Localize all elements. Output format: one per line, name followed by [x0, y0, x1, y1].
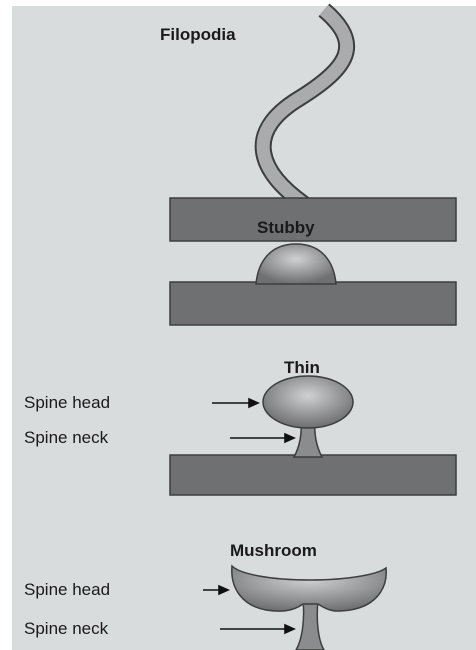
mushroom-head-arrow — [203, 586, 228, 594]
mushroom-title: Mushroom — [230, 542, 317, 559]
filopodia-title: Filopodia — [160, 26, 236, 43]
mushroom-spine-cap — [232, 566, 386, 611]
stubby-title: Stubby — [257, 219, 315, 236]
thin-spine-neck-label: Spine neck — [24, 429, 108, 446]
thin-spine-head — [263, 376, 353, 428]
thin-neck-arrow — [230, 434, 294, 442]
thin-head-arrow — [212, 399, 258, 407]
filopodia-spine — [170, 10, 456, 241]
thin-spine — [170, 376, 456, 495]
stubby-spine-head — [256, 244, 336, 284]
mushroom-spine-neck — [296, 600, 324, 650]
mushroom-spine — [203, 566, 386, 650]
mushroom-spine-neck-label: Spine neck — [24, 620, 108, 637]
stubby-dendrite-shaft — [170, 282, 456, 325]
mushroom-spine-head-label: Spine head — [24, 581, 110, 598]
thin-spine-head-label: Spine head — [24, 394, 110, 411]
stubby-spine — [170, 244, 456, 325]
thin-title: Thin — [284, 359, 320, 376]
thin-dendrite-shaft — [170, 455, 456, 495]
mushroom-neck-arrow — [220, 625, 294, 633]
